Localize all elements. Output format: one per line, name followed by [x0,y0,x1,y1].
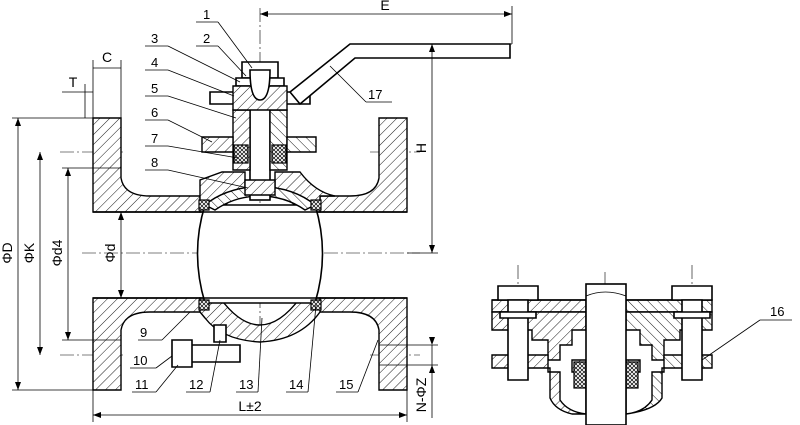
seat-bottom-left [198,299,210,311]
stem-top-thread [249,69,271,101]
balloon-1: 1 [203,7,210,22]
detail-bolt-shank-left [507,299,529,381]
balloon-7: 7 [151,131,158,146]
handle-lever [288,43,511,106]
dim-NZ: N-ΦZ [413,377,429,412]
detail-bolt-shank-right [681,299,703,381]
balloon-13: 13 [239,377,253,392]
detail-packing-left [573,361,587,389]
right-flange-upper [319,117,408,213]
balloon-4: 4 [151,55,158,70]
detail-stem [585,283,627,425]
seat-top-right [310,199,322,211]
main-section-view [60,8,511,391]
seat-top-left [198,199,210,211]
dim-D: ΦD [0,242,15,263]
left-flange-upper [92,117,201,213]
balloon-3: 3 [151,31,158,46]
balloon-10: 10 [133,353,147,368]
stem-tongue [244,179,276,196]
detail-washer-left [499,311,537,319]
detail-view: 16 [491,265,792,425]
balloon-16: 16 [770,304,784,319]
balloon-11: 11 [135,377,149,392]
detail-packing-right [625,361,639,389]
body-bottom [199,297,321,343]
detail-bolt-head-left [497,285,539,301]
dim-C: C [102,49,112,65]
balloon-9: 9 [140,325,147,340]
dim-H: H [413,143,429,153]
balloon-17: 17 [368,87,382,102]
packing-left [233,144,249,164]
balloon-8: 8 [151,155,158,170]
dim-d4: Φd4 [49,239,65,266]
detail-stem-break [585,291,627,297]
left-flange-lower [92,297,201,391]
dim-T: T [69,74,78,90]
detail-bolt-head-right [671,285,713,301]
dimension-lines: E C T ΦD ΦK Φd4 Φd H [0,0,513,422]
part-callouts: 1 2 3 4 5 6 7 8 17 9 [130,7,392,393]
balloon-2: 2 [203,31,210,46]
body-bolt [213,324,227,343]
detail-top-plate [491,299,587,313]
detail-bonnet-left [491,311,587,361]
dim-d: Φd [102,244,118,263]
detail-body-left [491,354,587,415]
dim-K: ΦK [21,242,37,263]
detail-washer-right [673,311,711,319]
detail-body-right [625,354,713,415]
balloon-6: 6 [151,105,158,120]
balloon-14: 14 [289,377,303,392]
ball-upper-section [203,185,317,211]
dim-E: E [380,0,389,13]
ball [196,204,324,304]
balloon-5: 5 [151,81,158,96]
balloon-15: 15 [339,377,353,392]
right-flange-lower [319,297,408,391]
packing-right [271,144,287,164]
dim-L: L±2 [238,398,261,414]
balloon-12: 12 [189,377,203,392]
bottom-stud-nut [171,339,193,368]
stop-plate-right [286,136,317,153]
